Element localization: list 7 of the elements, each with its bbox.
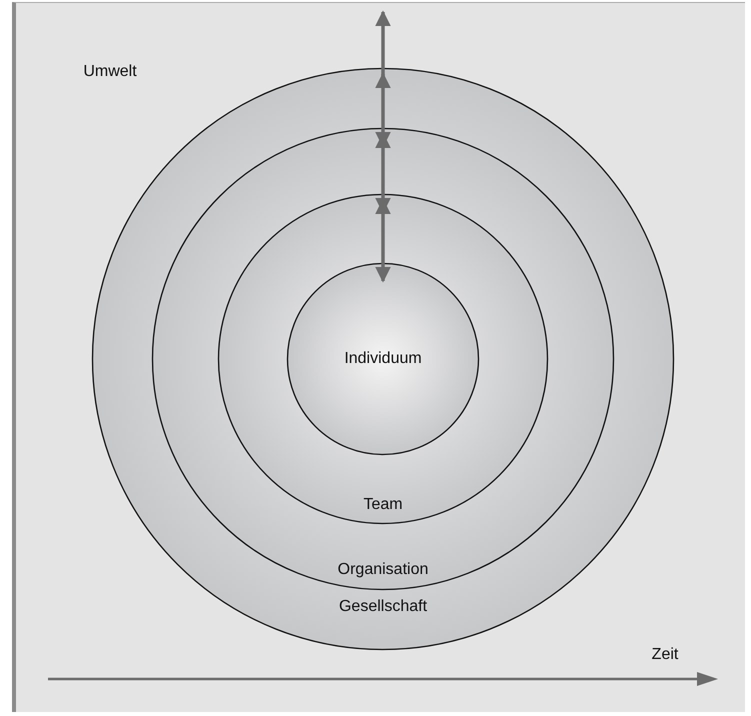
ring-label: Gesellschaft — [338, 598, 428, 616]
axis-label: Zeit — [652, 646, 678, 664]
ring-label: Team — [363, 496, 403, 514]
ring-label: Organisation — [338, 561, 428, 579]
region-label: Umwelt — [83, 63, 137, 81]
background-panel — [12, 2, 745, 712]
ring-label: Individuum — [344, 350, 422, 368]
